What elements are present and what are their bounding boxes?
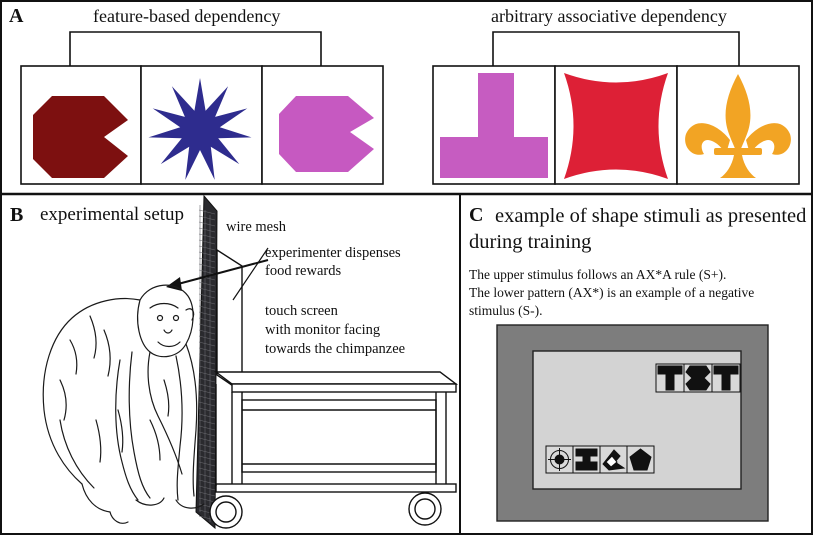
right-bracket xyxy=(492,31,740,66)
concave-square-shape xyxy=(564,73,668,179)
panel-c-title-line-1: example of shape stimuli as presented xyxy=(495,205,807,227)
experimenter-label-line-2: food rewards xyxy=(265,263,342,279)
panel-c-letter: C xyxy=(469,204,484,226)
notched-octagon-shape xyxy=(33,96,128,178)
experimenter-label-line-1: experimenter dispenses xyxy=(265,245,401,261)
left-bracket xyxy=(69,31,322,66)
touch-screen-label-line-3: towards the chimpanzee xyxy=(265,341,406,357)
chimpanzee xyxy=(42,284,205,524)
panel-c-description-line-2: The lower pattern (AX*) is an example of… xyxy=(469,285,755,300)
wire-mesh-label: wire mesh xyxy=(226,219,286,235)
fleur-de-lis-shape xyxy=(685,74,791,178)
touch-screen-label-line-2: with monitor facing xyxy=(265,322,381,338)
panel-c-description-line-3: stimulus (S-). xyxy=(469,303,543,318)
panel-c-description-line-1: The upper stimulus follows an AX*A rule … xyxy=(469,267,727,282)
panel-b-letter: B xyxy=(10,204,24,226)
lower-stimulus xyxy=(545,445,655,474)
t-shape xyxy=(440,73,548,178)
panel-c-title-line-2: during training xyxy=(469,231,592,253)
touch-screen-label-line-1: touch screen xyxy=(265,303,338,319)
pointer-line xyxy=(232,247,269,301)
upper-stimulus xyxy=(655,363,741,393)
cart-wheels xyxy=(209,492,442,529)
experimental-setup-title: experimental setup xyxy=(40,204,185,225)
cart xyxy=(213,371,459,493)
feature-based-title: feature-based dependency xyxy=(93,6,281,26)
arbitrary-associative-title: arbitrary associative dependency xyxy=(491,6,727,26)
star-shape xyxy=(148,78,252,180)
panel-a-letter: A xyxy=(9,5,24,27)
arrow-line xyxy=(177,259,269,285)
notched-octagon-shape-pink xyxy=(279,96,374,172)
